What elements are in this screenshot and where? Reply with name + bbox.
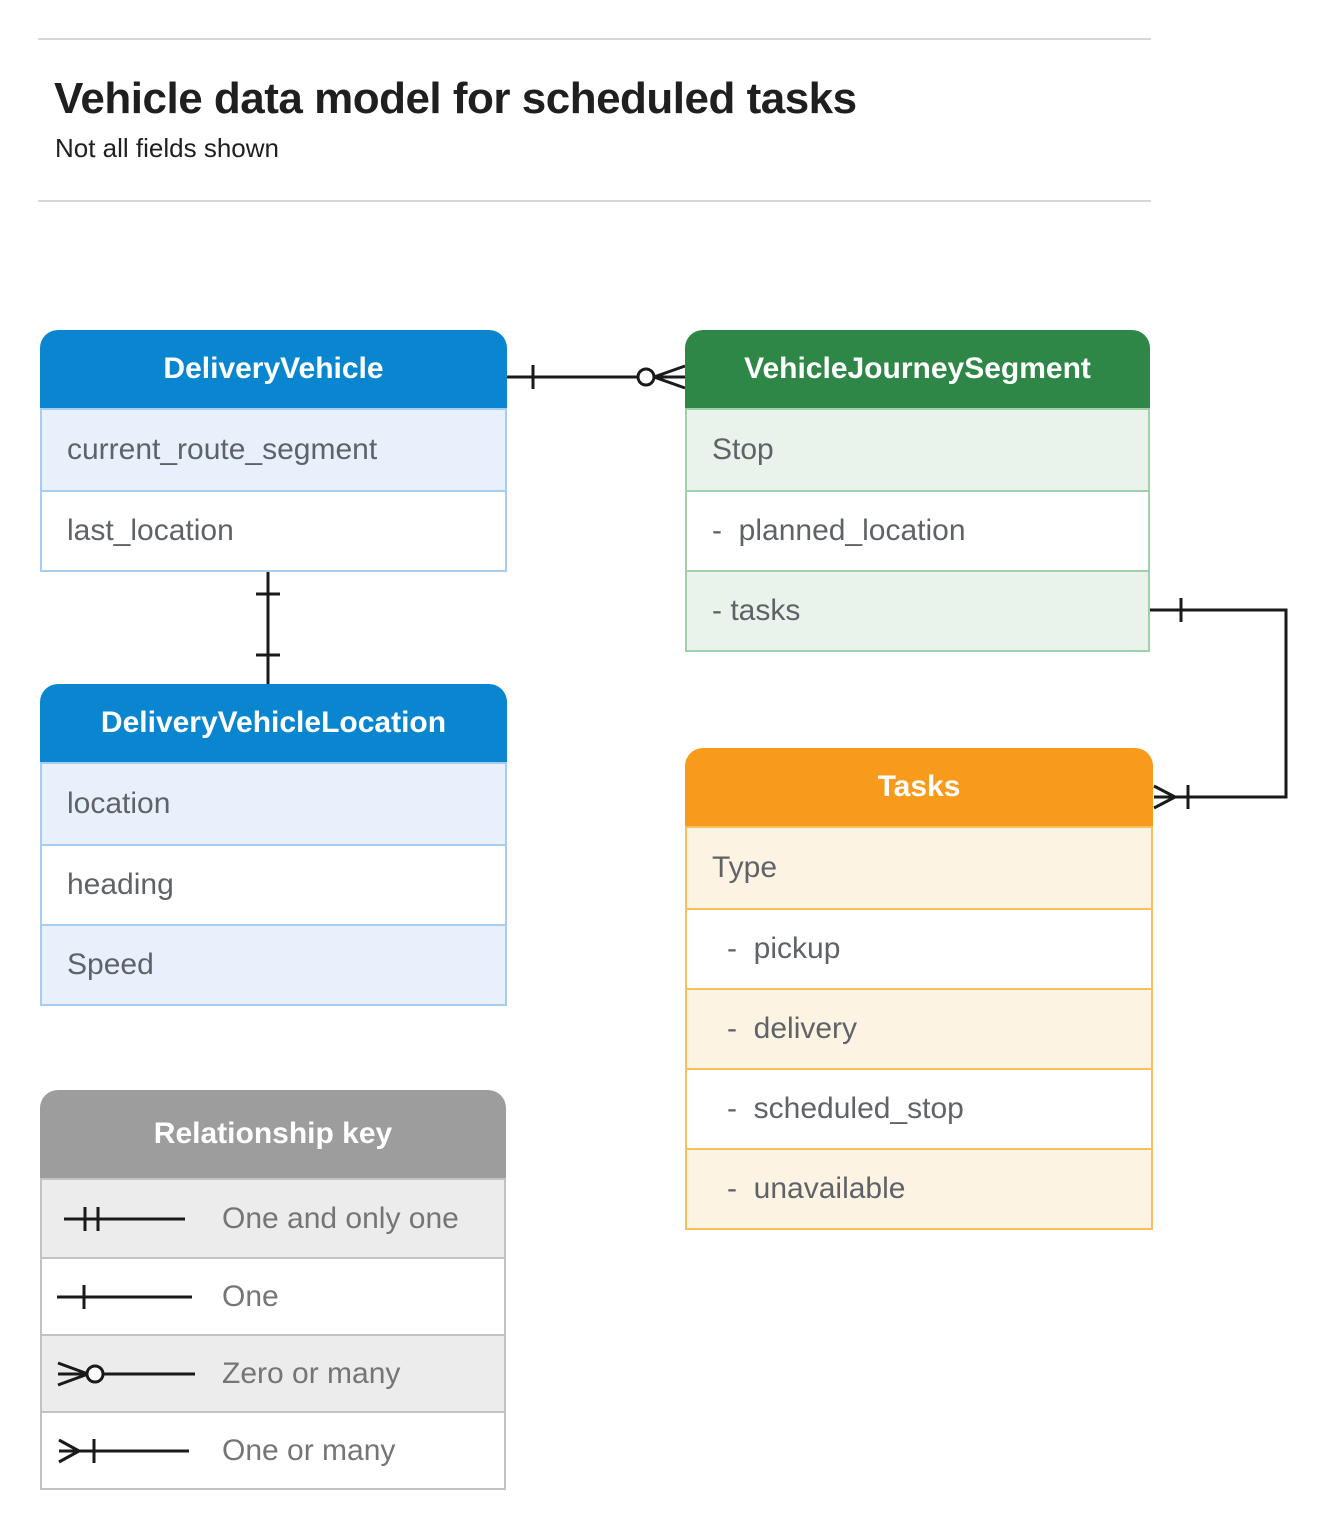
top-divider — [38, 38, 1151, 40]
field-scheduled-stop: - scheduled_stop — [687, 1068, 1151, 1148]
field-heading: heading — [42, 844, 505, 924]
one-or-many-icon — [58, 1438, 189, 1463]
entity-delivery-vehicle-fields: current_route_segment last_location — [40, 408, 507, 572]
field-unavailable: - unavailable — [687, 1148, 1151, 1228]
field-last-location: last_location — [42, 490, 505, 570]
field-planned-location: - planned_location — [687, 490, 1148, 570]
field-tasks: - tasks — [687, 570, 1148, 650]
page-subtitle: Not all fields shown — [55, 133, 279, 163]
relationship-key: Relationship key One and only one One — [40, 1090, 506, 1490]
one-icon — [57, 1284, 192, 1309]
zero-or-many-icon — [57, 1361, 195, 1386]
connector-vehiclejourneysegment-tasks — [1150, 598, 1288, 810]
entity-tasks-fields: Type - pickup - delivery - scheduled_sto… — [685, 826, 1153, 1230]
relationship-key-items: One and only one One Zero or many — [40, 1178, 506, 1490]
relationship-key-title: Relationship key — [40, 1090, 506, 1178]
entity-delivery-vehicle-location-title: DeliveryVehicleLocation — [40, 684, 507, 762]
entity-vehicle-journey-segment-title: VehicleJourneySegment — [685, 330, 1150, 408]
legend-item-one: One — [42, 1257, 504, 1334]
legend-item-one-and-only-one: One and only one — [42, 1180, 504, 1257]
field-current-route-segment: current_route_segment — [42, 410, 505, 490]
legend-item-one-or-many: One or many — [42, 1411, 504, 1488]
connector-deliveryvehicle-vehiclejourneysegment — [507, 364, 686, 390]
entity-tasks-title: Tasks — [685, 748, 1153, 826]
field-delivery: - delivery — [687, 988, 1151, 1068]
field-type: Type — [687, 828, 1151, 908]
field-stop: Stop — [687, 410, 1148, 490]
entity-delivery-vehicle: DeliveryVehicle current_route_segment la… — [40, 330, 507, 572]
entity-vehicle-journey-segment-fields: Stop - planned_location - tasks — [685, 408, 1150, 652]
field-speed: Speed — [42, 924, 505, 1004]
entity-delivery-vehicle-title: DeliveryVehicle — [40, 330, 507, 408]
field-pickup: - pickup — [687, 908, 1151, 988]
entity-delivery-vehicle-location-fields: location heading Speed — [40, 762, 507, 1006]
entity-delivery-vehicle-location: DeliveryVehicleLocation location heading… — [40, 684, 507, 1006]
legend-item-zero-or-many: Zero or many — [42, 1334, 504, 1411]
page-title: Vehicle data model for scheduled tasks — [54, 74, 857, 123]
field-location: location — [42, 764, 505, 844]
entity-vehicle-journey-segment: VehicleJourneySegment Stop - planned_loc… — [685, 330, 1150, 652]
entity-tasks: Tasks Type - pickup - delivery - schedul… — [685, 748, 1153, 1230]
connector-deliveryvehicle-deliveryvehiclelocation — [256, 569, 280, 684]
header-divider — [38, 200, 1151, 202]
one-and-only-one-icon — [64, 1206, 185, 1231]
